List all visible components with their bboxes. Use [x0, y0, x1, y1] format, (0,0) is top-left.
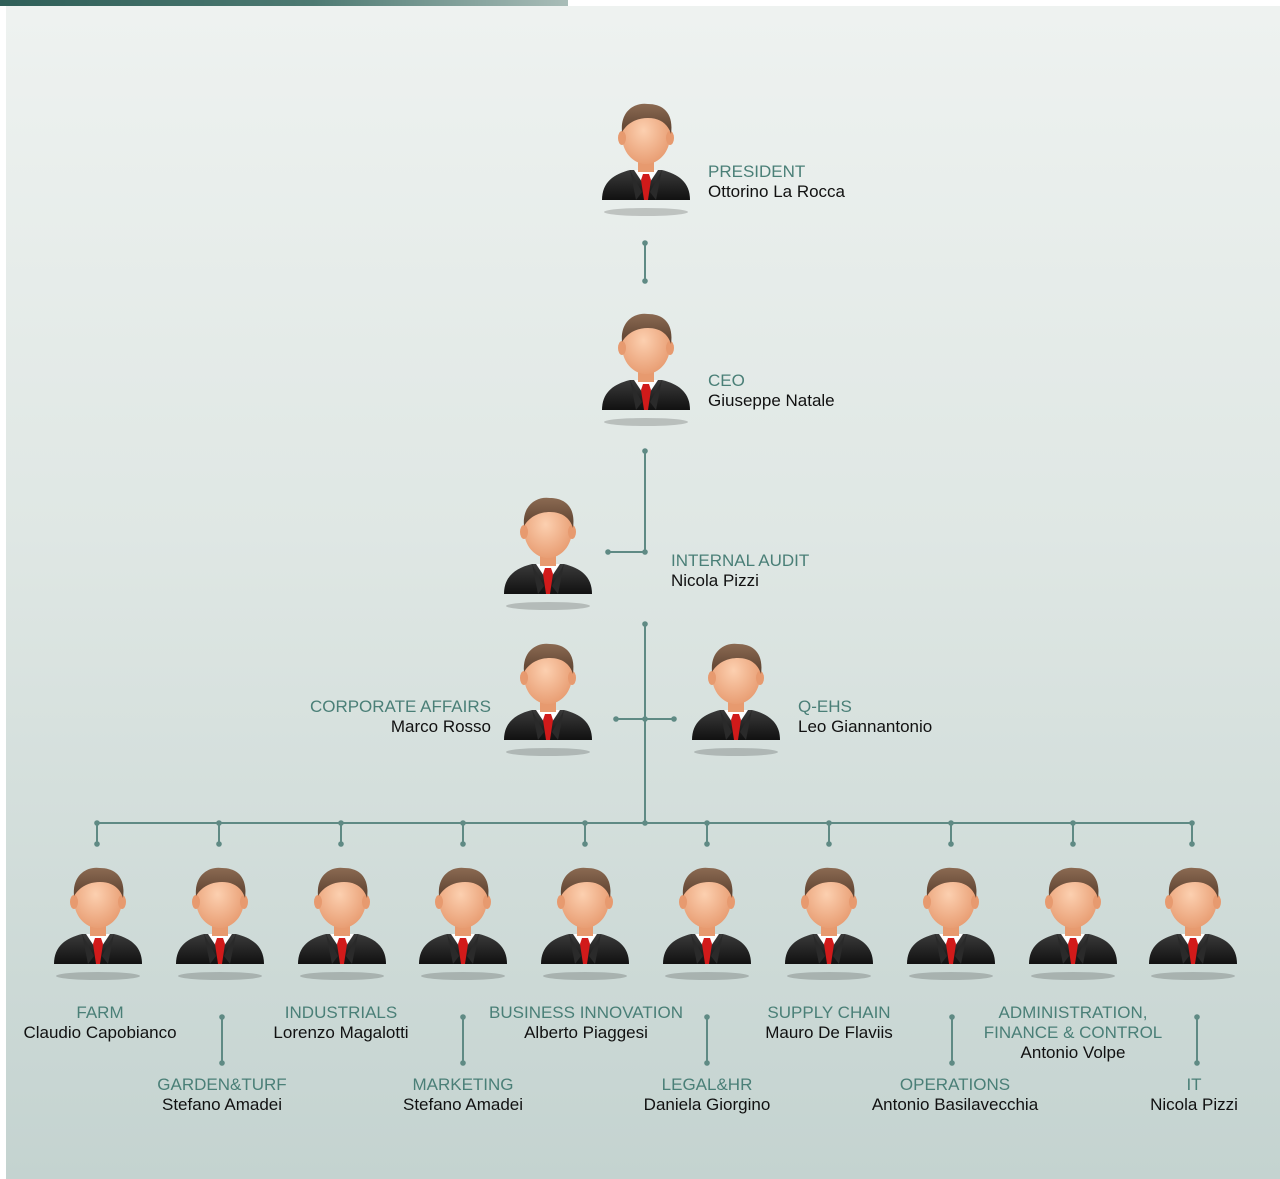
- it-name: Nicola Pizzi: [1150, 1095, 1238, 1114]
- supply-chain-label: SUPPLY CHAIN Mauro De Flaviis: [765, 1003, 893, 1043]
- marketing-role: MARKETING: [412, 1075, 514, 1094]
- garden-turf-name: Stefano Amadei: [161, 1095, 283, 1114]
- operations-role: OPERATIONS: [899, 1075, 1011, 1094]
- business-innovation-label: BUSINESS INNOVATION Alberto Piaggesi: [489, 1003, 683, 1043]
- org-chart-canvas: [6, 6, 1280, 1179]
- administration-role: ADMINISTRATION,: [998, 1003, 1148, 1022]
- ceo-name: Giuseppe Natale: [708, 391, 835, 410]
- garden-turf-label: GARDEN&TURF Stefano Amadei: [157, 1075, 286, 1115]
- farm-name: Claudio Capobianco: [23, 1023, 177, 1042]
- internal-audit-name: Nicola Pizzi: [671, 571, 759, 590]
- operations-label: OPERATIONS Antonio Basilavecchia: [872, 1075, 1038, 1115]
- q-ehs-avatar-icon: [686, 636, 786, 756]
- administration-avatar-icon: [1023, 860, 1123, 980]
- ceo-role: CEO: [708, 371, 745, 390]
- internal-audit-label: INTERNAL AUDIT Nicola Pizzi: [671, 551, 809, 591]
- industrials-avatar-icon: [292, 860, 392, 980]
- business-innovation-role: BUSINESS INNOVATION: [489, 1003, 683, 1022]
- corporate-affairs-role: CORPORATE AFFAIRS: [309, 697, 491, 716]
- supply-chain-role: SUPPLY CHAIN: [767, 1003, 891, 1022]
- supply-chain-avatar-icon: [779, 860, 879, 980]
- marketing-label: MARKETING Stefano Amadei: [403, 1075, 523, 1115]
- administration-role-line2: FINANCE & CONTROL: [983, 1023, 1163, 1042]
- president-label: PRESIDENT Ottorino La Rocca: [708, 162, 845, 202]
- internal-audit-role: INTERNAL AUDIT: [671, 551, 810, 570]
- garden-turf-avatar-icon: [170, 860, 270, 980]
- marketing-name: Stefano Amadei: [402, 1095, 524, 1114]
- industrials-label: INDUSTRIALS Lorenzo Magalotti: [273, 1003, 408, 1043]
- ceo-avatar-icon: [596, 306, 696, 426]
- legal-hr-name: Daniela Giorgino: [643, 1095, 771, 1114]
- industrials-role: INDUSTRIALS: [284, 1003, 398, 1022]
- it-avatar-icon: [1143, 860, 1243, 980]
- q-ehs-role: Q-EHS: [798, 697, 852, 716]
- legal-hr-label: LEGAL&HR Daniela Giorgino: [644, 1075, 771, 1115]
- business-innovation-avatar-icon: [535, 860, 635, 980]
- farm-label: FARM Claudio Capobianco: [23, 1003, 176, 1043]
- it-role: IT: [1186, 1075, 1202, 1094]
- q-ehs-name: Leo Giannantonio: [798, 717, 933, 736]
- farm-role: FARM: [76, 1003, 124, 1022]
- administration-name: Antonio Volpe: [1020, 1043, 1126, 1062]
- supply-chain-name: Mauro De Flaviis: [765, 1023, 893, 1042]
- operations-avatar-icon: [901, 860, 1001, 980]
- top-accent-bar: [0, 0, 568, 6]
- q-ehs-label: Q-EHS Leo Giannantonio: [798, 697, 932, 737]
- internal-audit-avatar-icon: [498, 490, 598, 610]
- president-role: PRESIDENT: [708, 162, 806, 181]
- corporate-affairs-name: Marco Rosso: [390, 717, 491, 736]
- farm-avatar-icon: [48, 860, 148, 980]
- operations-name: Antonio Basilavecchia: [871, 1095, 1039, 1114]
- administration-label: ADMINISTRATION, FINANCE & CONTROL Antoni…: [984, 1003, 1163, 1063]
- president-avatar-icon: [596, 96, 696, 216]
- corporate-affairs-label: CORPORATE AFFAIRS Marco Rosso: [291, 697, 491, 737]
- industrials-name: Lorenzo Magalotti: [273, 1023, 409, 1042]
- legal-hr-avatar-icon: [657, 860, 757, 980]
- president-name: Ottorino La Rocca: [708, 182, 846, 201]
- legal-hr-role: LEGAL&HR: [661, 1075, 753, 1094]
- marketing-avatar-icon: [413, 860, 513, 980]
- it-label: IT Nicola Pizzi: [1150, 1075, 1238, 1115]
- ceo-label: CEO Giuseppe Natale: [708, 371, 835, 411]
- corporate-affairs-avatar-icon: [498, 636, 598, 756]
- business-innovation-name: Alberto Piaggesi: [524, 1023, 648, 1042]
- garden-turf-role: GARDEN&TURF: [157, 1075, 287, 1094]
